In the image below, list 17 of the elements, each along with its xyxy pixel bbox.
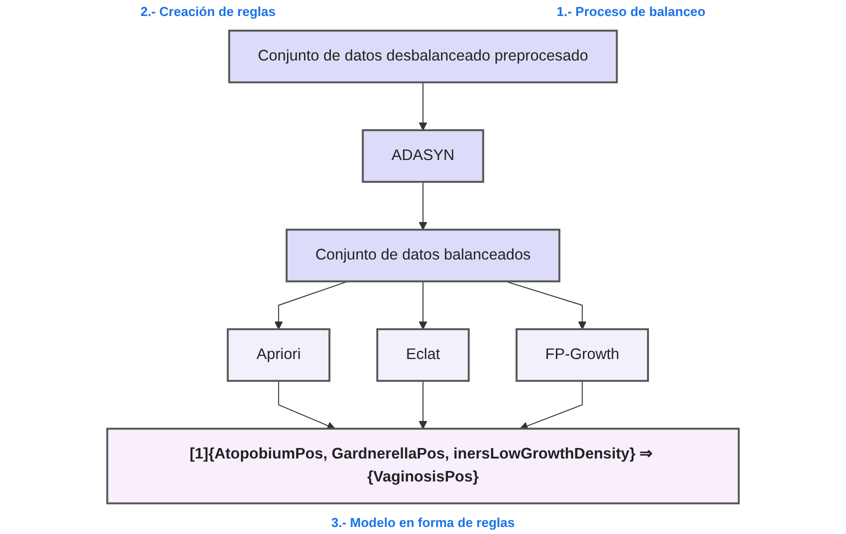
arrow [520,380,583,430]
arrow [278,380,336,430]
arrow [418,280,428,330]
node-box: ADASYN [362,129,484,183]
node-box: Conjunto de datos desbalanceado preprocesado [228,30,618,84]
node-box: Eclat [376,328,470,382]
section-heading: 2.- Creación de reglas [140,4,276,19]
section-heading: 3.- Modelo en forma de reglas [331,515,515,530]
node-box: [1]{AtopobiumPos, GardnerellaPos, inersLowGrowthDensity} ⇒ {VaginosisPos} [106,428,740,504]
arrow [418,82,428,131]
section-heading: 1.- Proceso de balanceo [556,4,706,19]
node-box: Conjunto de datos balanceados [286,228,560,282]
arrow [418,181,428,230]
arrow [418,380,428,430]
node-box: FP-Growth [516,328,649,382]
arrow [274,280,348,330]
node-box: Apriori [226,328,330,382]
